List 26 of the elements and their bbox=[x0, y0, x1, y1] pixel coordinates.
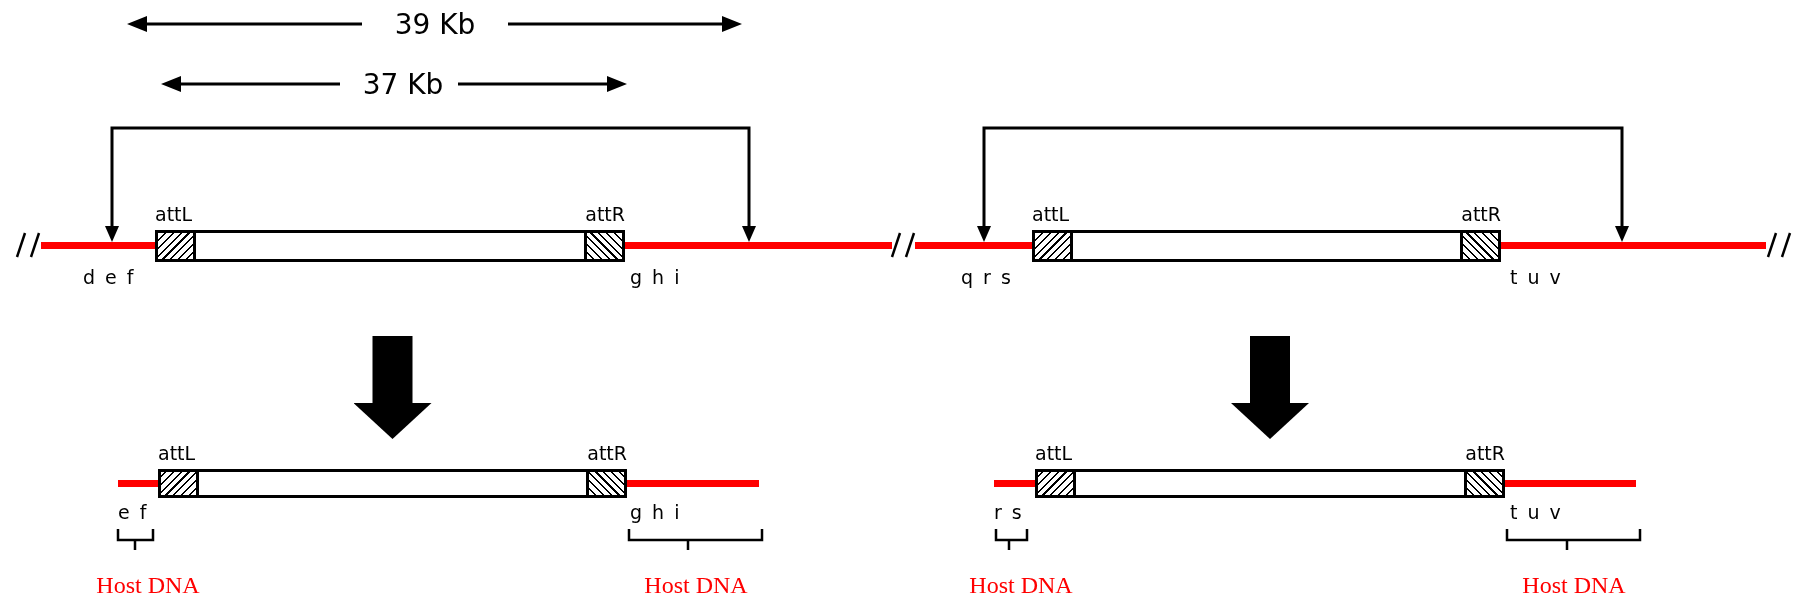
host-dna-label: Host DNA bbox=[1522, 572, 1626, 599]
block-arrow bbox=[353, 336, 432, 439]
sequence-letters: t u v bbox=[1510, 266, 1563, 288]
att-site-label: attL bbox=[155, 202, 193, 226]
host-dna-label: Host DNA bbox=[969, 572, 1073, 599]
sequence-letters: r s bbox=[994, 501, 1024, 523]
att-site-label: attR bbox=[1461, 202, 1501, 226]
att-site-label: attL bbox=[158, 441, 196, 465]
att-site-label: attR bbox=[587, 441, 627, 465]
dimension-label: 37 Kb bbox=[362, 68, 444, 101]
sequence-letters: t u v bbox=[1510, 501, 1563, 523]
block-arrow bbox=[1231, 336, 1309, 439]
sequence-letters: g h i bbox=[630, 266, 682, 288]
att-site-label: attL bbox=[1032, 202, 1070, 226]
sequence-letters: d e f bbox=[83, 266, 136, 288]
sequence-letters: g h i bbox=[630, 501, 682, 523]
host-dna-label: Host DNA bbox=[96, 572, 200, 599]
att-site-label: attL bbox=[1035, 441, 1073, 465]
arrow bbox=[105, 126, 756, 242]
dimension-label: 39 Kb bbox=[394, 8, 476, 41]
att-site-label: attR bbox=[585, 202, 625, 226]
arrow bbox=[977, 126, 1629, 242]
host-dna-label: Host DNA bbox=[644, 572, 748, 599]
sequence-letters: e f bbox=[118, 501, 149, 523]
att-site-label: attR bbox=[1465, 441, 1505, 465]
sequence-letters: q r s bbox=[961, 266, 1013, 288]
